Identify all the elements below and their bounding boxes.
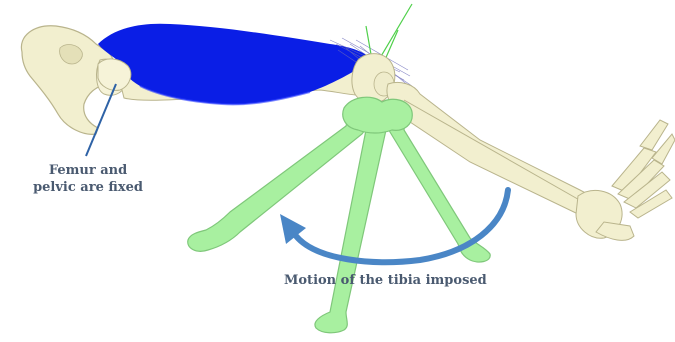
tibia-condyles (343, 97, 412, 133)
fixed-annotation-line2: pelvic are fixed (18, 179, 158, 196)
fixed-annotation: Femur and pelvic are fixed (18, 162, 158, 196)
fixed-pointer-line (86, 84, 116, 156)
tibia-original (387, 82, 604, 219)
motion-annotation: Motion of the tibia imposed (284, 272, 487, 289)
foot-bones (576, 120, 675, 240)
fixed-annotation-line1: Femur and (18, 162, 158, 179)
